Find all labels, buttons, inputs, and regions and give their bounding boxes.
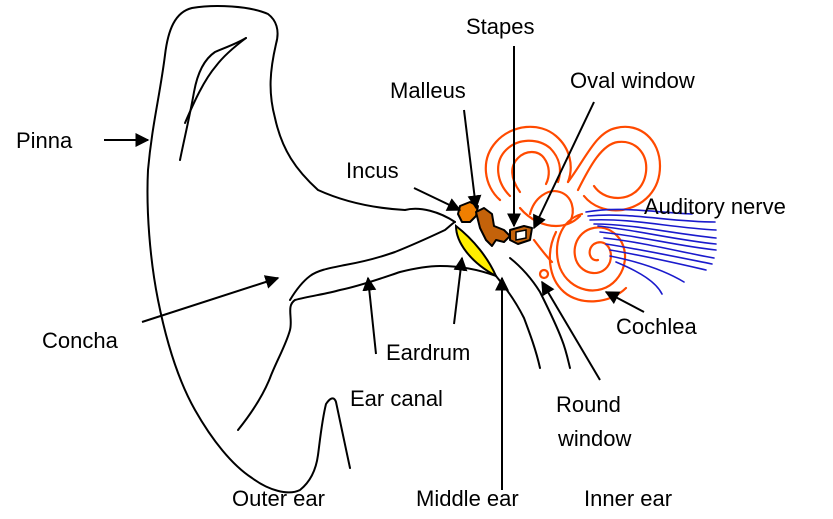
label-concha: Concha: [42, 330, 118, 352]
label-pinna: Pinna: [16, 130, 72, 152]
oval-window: [516, 230, 526, 240]
malleus: [476, 208, 510, 246]
auditory-nerve-fibers: [586, 209, 716, 294]
label-cochlea: Cochlea: [616, 316, 697, 338]
ear-canal-pointer: [368, 278, 376, 354]
ear-canal-walls: [496, 258, 570, 368]
cochlea-pointer: [606, 292, 644, 312]
cochlea-spiral: [540, 214, 626, 301]
label-stapes: Stapes: [466, 16, 535, 38]
label-inner-ear: Inner ear: [584, 488, 672, 510]
concha-pointer: [142, 278, 278, 322]
incus-pointer: [414, 188, 460, 210]
label-incus: Incus: [346, 160, 399, 182]
label-middle-ear: Middle ear: [416, 488, 519, 510]
malleus-pointer: [464, 110, 476, 208]
label-round-window-line2: window: [558, 428, 631, 450]
label-round-window-line1: Round: [556, 394, 621, 416]
label-auditory-nerve: Auditory nerve: [644, 196, 786, 218]
label-outer-ear: Outer ear: [232, 488, 325, 510]
label-oval-window: Oval window: [570, 70, 695, 92]
oval-window-pointer: [534, 102, 594, 228]
label-eardrum: Eardrum: [386, 342, 470, 364]
label-malleus: Malleus: [390, 80, 466, 102]
label-ear-canal: Ear canal: [350, 388, 443, 410]
label-pointers: [104, 46, 644, 490]
